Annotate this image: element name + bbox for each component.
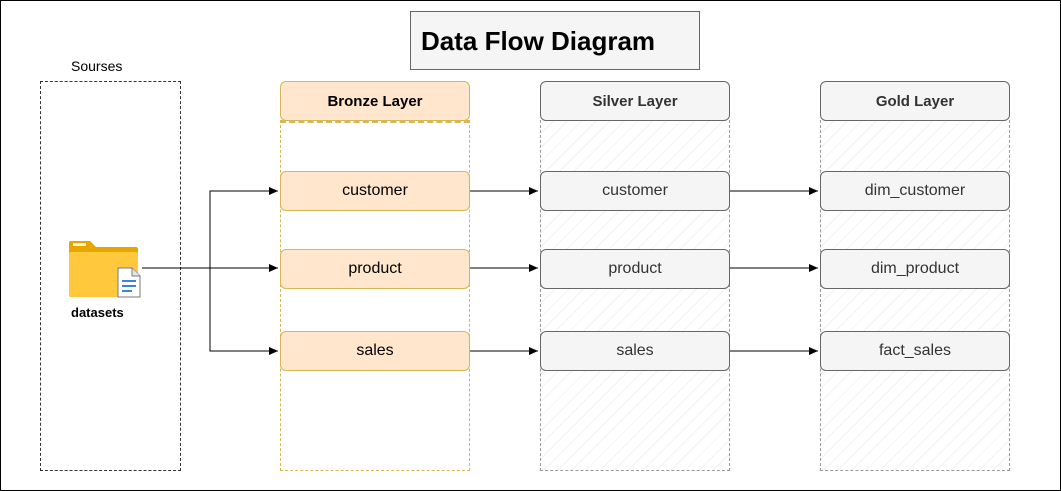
edge-datasets-to-bronze-sales (209, 268, 278, 355)
gold-node-dim-product: dim_product (820, 249, 1010, 289)
gold-layer-header: Gold Layer (820, 81, 1010, 121)
gold-node-fact-sales: fact_sales (820, 331, 1010, 371)
title-box: Data Flow Diagram (410, 11, 700, 70)
gold-node-dim-customer: dim_customer (820, 171, 1010, 211)
sources-container (40, 81, 181, 471)
diagram-title: Data Flow Diagram (421, 26, 656, 56)
silver-node-sales: sales (540, 331, 730, 371)
silver-node-product: product (540, 249, 730, 289)
sources-label: Sourses (71, 58, 123, 74)
silver-layer-header: Silver Layer (540, 81, 730, 121)
bronze-node-sales: sales (280, 331, 470, 371)
bronze-lane (280, 120, 470, 471)
edge-datasets-to-bronze-customer (142, 187, 278, 269)
bronze-node-customer: customer (280, 171, 470, 211)
folder-document-icon (68, 240, 142, 298)
datasets-label: datasets (71, 305, 124, 320)
silver-node-customer: customer (540, 171, 730, 211)
bronze-layer-header: Bronze Layer (280, 81, 470, 121)
bronze-node-product: product (280, 249, 470, 289)
